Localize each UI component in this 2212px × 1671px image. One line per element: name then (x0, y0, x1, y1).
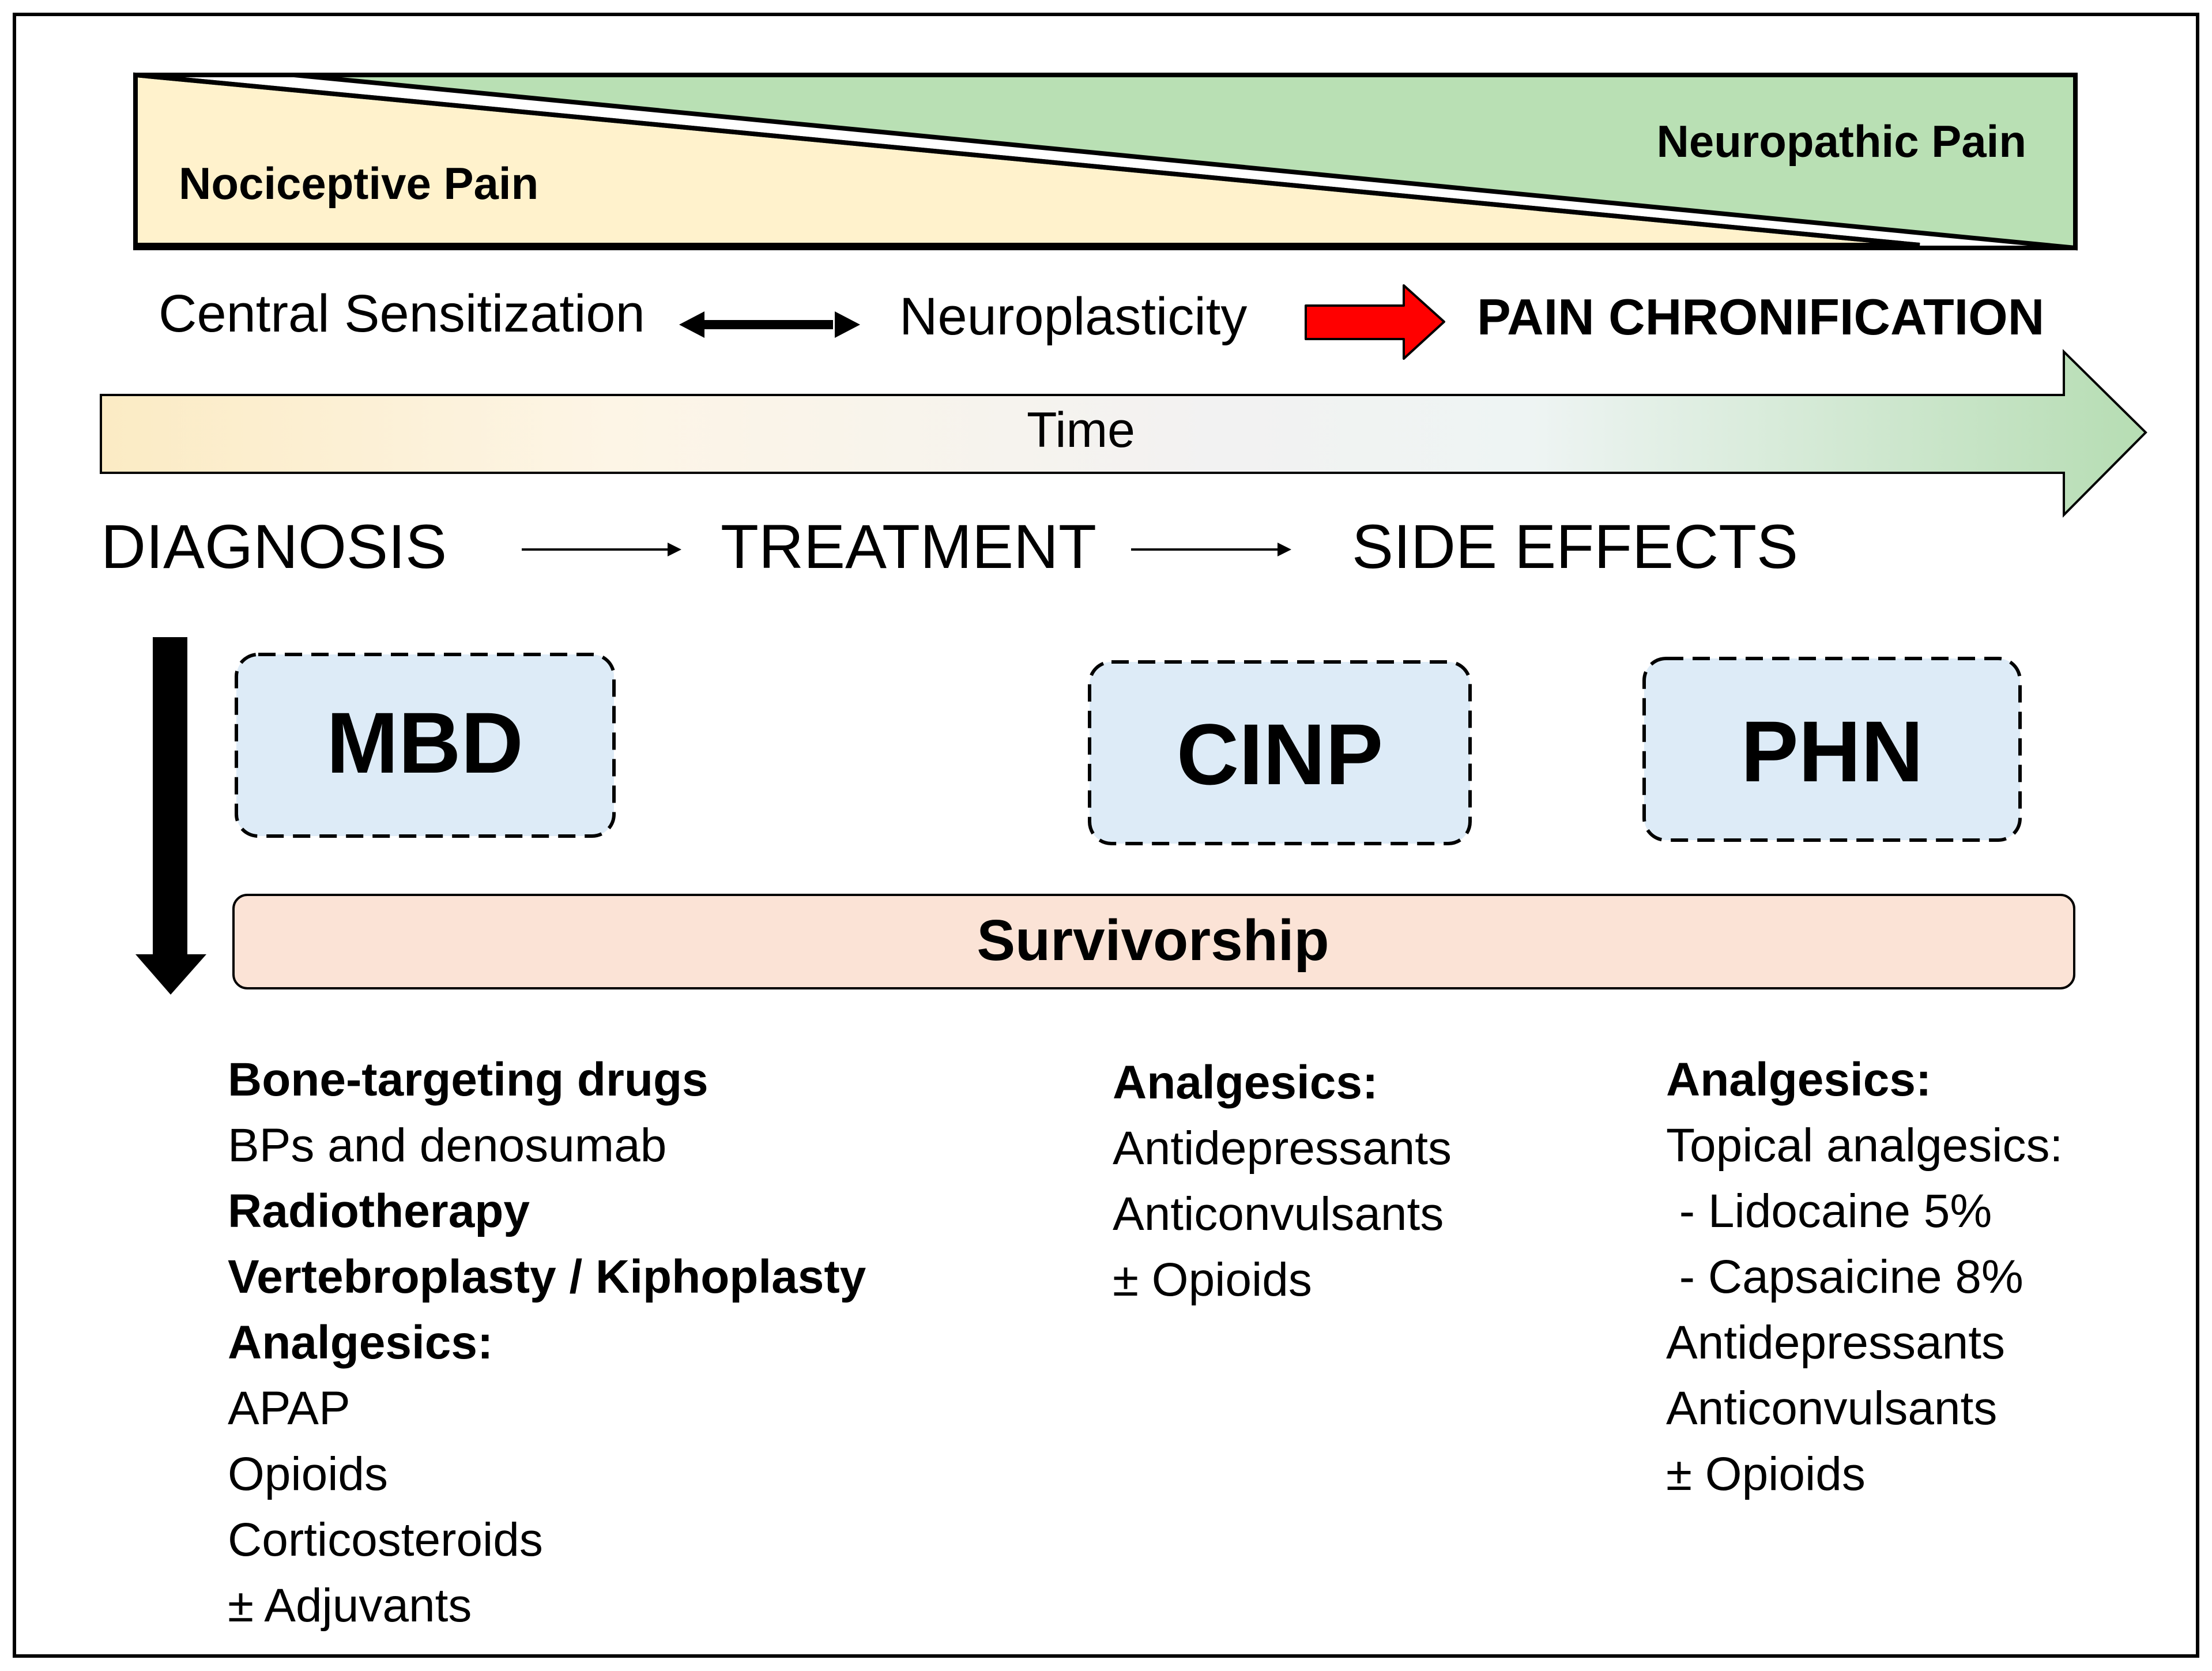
mbd-list-item: Radiotherapy (228, 1185, 530, 1237)
pain-type-band: Nociceptive Pain Neuropathic Pain (133, 72, 2078, 251)
treatment-label: TREATMENT (721, 511, 1096, 581)
diagnosis-label: DIAGNOSIS (101, 511, 447, 581)
phn-list-item: - Lidocaine 5% (1666, 1185, 1992, 1237)
cinp-label: CINP (1177, 706, 1383, 803)
mbd-list-item: APAP (228, 1382, 351, 1435)
cinp-list-item: Antidepressants (1113, 1122, 1452, 1175)
mbd-list-item: Vertebroplasty / Kiphoplasty (228, 1251, 866, 1303)
cinp-list-item: Analgesics: (1113, 1056, 1378, 1109)
neuroplasticity-label: Neuroplasticity (899, 287, 1247, 346)
arrow-right-icon (522, 543, 681, 556)
mbd-list-item: Analgesics: (228, 1316, 493, 1369)
phn-list-item: Analgesics: (1666, 1053, 1931, 1106)
mbd-list-item: Opioids (228, 1448, 388, 1500)
mbd-list-item: Corticosteroids (228, 1514, 543, 1566)
survivorship-bar: Survivorship (232, 894, 2075, 989)
phn-list-item: - Capsaicine 8% (1666, 1251, 2023, 1303)
mbd-label: MBD (326, 694, 523, 791)
red-arrow-icon (1305, 284, 1445, 360)
mbd-list-item: Bone-targeting drugs (228, 1053, 709, 1106)
neuropathic-pain-label: Neuropathic Pain (1657, 116, 2026, 167)
arrow-right-icon (1131, 543, 1291, 556)
cinp-treatment-list: Analgesics: AntidepressantsAnticonvulsant… (1113, 1056, 1452, 1306)
stages-row: DIAGNOSIS TREATMENT SIDE EFFECTS (101, 511, 1798, 581)
central-sensitization-label: Central Sensitization (159, 284, 645, 343)
time-label: Time (1027, 402, 1135, 458)
process-row: Central Sensitization Neuroplasticity PA… (159, 284, 2044, 360)
phn-list-item: ± Opioids (1666, 1448, 1866, 1500)
pain-chronification-label: PAIN CHRONIFICATION (1477, 288, 2044, 345)
pain-band-frame (133, 73, 2078, 250)
phn-list-item: Anticonvulsants (1666, 1382, 1997, 1435)
cinp-list-item: Anticonvulsants (1113, 1188, 1444, 1240)
cinp-box: CINP (1088, 660, 1472, 845)
phn-list-item: Topical analgesics: (1666, 1119, 2063, 1172)
mbd-list-item: BPs and denosumab (228, 1119, 666, 1172)
phn-label: PHN (1741, 703, 1924, 800)
phn-list-item: Antidepressants (1666, 1316, 2005, 1369)
nociceptive-pain-label: Nociceptive Pain (179, 158, 538, 209)
time-arrow: Time (100, 349, 2147, 518)
phn-treatment-list: Analgesics: Topical analgesics: - Lidocai… (1666, 1053, 2063, 1500)
survivorship-label: Survivorship (977, 908, 1329, 973)
mbd-list-item: ± Adjuvants (228, 1579, 472, 1632)
side-effects-label: SIDE EFFECTS (1352, 511, 1798, 581)
condition-boxes: MBD CINP PHN (235, 653, 2022, 845)
double-arrow-icon (679, 311, 860, 338)
phn-box: PHN (1642, 657, 2022, 842)
pain-band-divider (135, 73, 1920, 247)
cinp-list-item: ± Opioids (1113, 1254, 1312, 1306)
arrow-down-icon (135, 637, 206, 995)
mbd-box: MBD (235, 653, 616, 838)
